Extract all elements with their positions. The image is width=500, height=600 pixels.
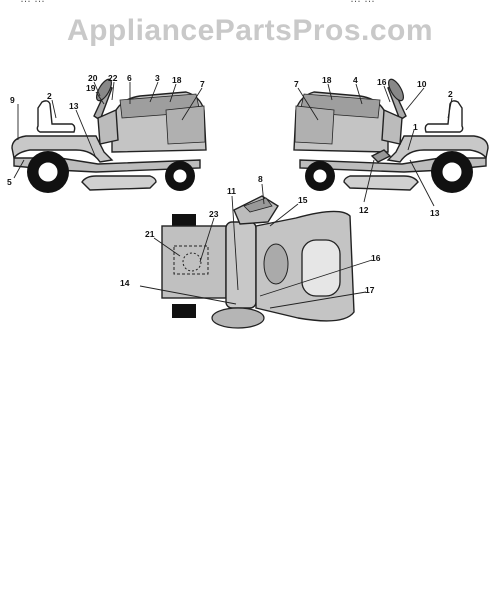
fuel-cap-area	[263, 243, 289, 285]
callout-16: 16	[371, 253, 381, 263]
callout-5: 5	[7, 177, 12, 187]
callout-4: 4	[353, 75, 358, 85]
callout-19: 19	[86, 83, 96, 93]
seat	[36, 100, 76, 133]
header-fragment-right: … …	[350, 0, 375, 5]
callout-13: 13	[69, 101, 79, 111]
rear-tire-top	[172, 214, 196, 228]
watermark: AppliancePartsPros.com	[66, 14, 434, 47]
callout-14: 14	[120, 278, 130, 288]
callout-11: 11	[227, 186, 236, 196]
callout-18: 18	[322, 75, 332, 85]
hood-front-panel	[165, 105, 206, 145]
rear-tire-bottom	[172, 304, 196, 318]
mower-deck	[211, 307, 265, 329]
rear-body	[161, 225, 227, 299]
top-view: 11 8 15 21 23 16 14 17	[120, 174, 381, 329]
callout-13: 13	[430, 208, 440, 218]
left-side-view: 9 2 13 5 19 20 22 6 3 18 7	[7, 73, 207, 193]
rear-fender	[11, 135, 114, 163]
callout-2: 2	[448, 89, 453, 99]
callout-20: 20	[88, 73, 98, 83]
callout-10: 10	[417, 79, 427, 89]
header-fragment-left: … …	[20, 0, 45, 5]
callout-17: 17	[365, 285, 375, 295]
seat	[424, 100, 464, 133]
rear-fender	[386, 135, 489, 163]
right-side-view: 7 18 4 16 10 2 1 12 13	[293, 75, 489, 218]
callout-16: 16	[377, 77, 387, 87]
callout-6: 6	[127, 73, 132, 83]
callout-23: 23	[209, 209, 219, 219]
center-body	[225, 221, 257, 309]
mower-deck	[343, 175, 419, 191]
callout-8: 8	[258, 174, 263, 184]
callout-12: 12	[359, 205, 369, 215]
grille-opening	[301, 239, 341, 297]
callout-22: 22	[108, 73, 118, 83]
steering-wheel	[96, 78, 112, 102]
callout-7: 7	[294, 79, 299, 89]
mower-deck	[81, 175, 157, 191]
decal-23-outline	[173, 245, 209, 275]
hood-front-panel	[294, 105, 335, 145]
callout-3: 3	[155, 73, 160, 83]
dash	[381, 108, 403, 145]
callout-9: 9	[10, 95, 15, 105]
callout-15: 15	[298, 195, 308, 205]
steering-wheel	[388, 78, 404, 102]
callout-2: 2	[47, 91, 52, 101]
dash	[97, 108, 119, 145]
callout-21: 21	[145, 229, 155, 239]
callout-1: 1	[413, 122, 418, 132]
callout-7: 7	[200, 79, 205, 89]
brake-pedal	[370, 149, 392, 163]
callout-18: 18	[172, 75, 182, 85]
